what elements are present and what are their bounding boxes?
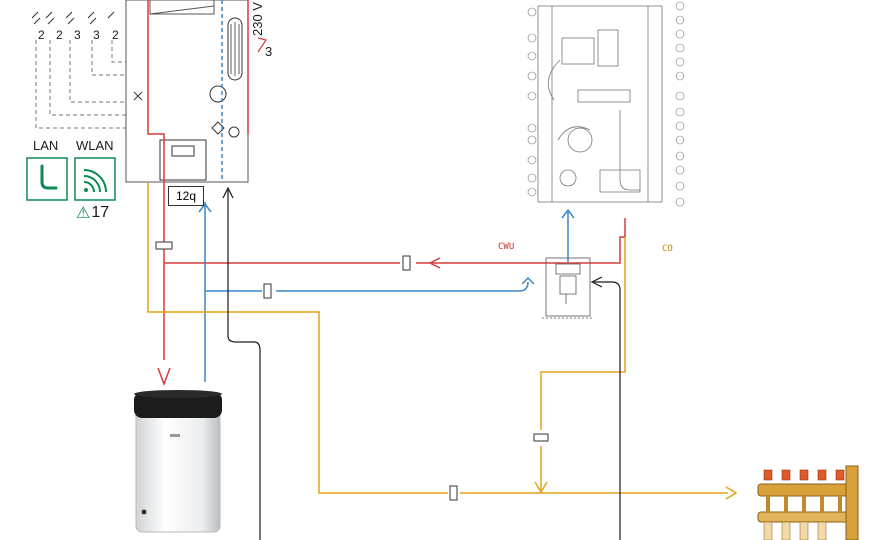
signal-arrow-left bbox=[590, 276, 603, 288]
signal-cables bbox=[227, 190, 621, 540]
wire-number: 3 bbox=[74, 28, 81, 42]
dhw-pipe-label: CWU bbox=[498, 242, 515, 252]
lan-label: LAN bbox=[33, 138, 59, 153]
inline-valves bbox=[155, 241, 549, 501]
wifi-icon bbox=[74, 157, 116, 201]
boiler-technical-drawing bbox=[537, 5, 663, 203]
wire-number: 2 bbox=[112, 28, 119, 42]
wire-break-marks bbox=[31, 11, 115, 25]
lan-icon bbox=[26, 157, 68, 201]
cold-arrow-up bbox=[198, 202, 212, 213]
hot-arrow bbox=[157, 367, 171, 387]
warning-icon: ⚠ bbox=[76, 205, 91, 222]
heating-manifold bbox=[757, 465, 859, 540]
callout-markers bbox=[527, 1, 685, 207]
cold-arrow-top bbox=[561, 208, 575, 219]
heating-arrow-right bbox=[725, 486, 738, 500]
heating-pipes bbox=[147, 182, 728, 494]
voltage-marker: 3 bbox=[265, 44, 273, 59]
wlan-label: WLAN bbox=[76, 138, 114, 153]
heating-arrow-down bbox=[534, 481, 548, 494]
mixing-valve-drawing bbox=[542, 257, 594, 319]
hot-water-cylinder bbox=[134, 390, 222, 533]
wire-number: 3 bbox=[93, 28, 100, 42]
cold-arrow-right bbox=[521, 276, 535, 285]
unit-label: 12q bbox=[168, 186, 204, 206]
wire-number: 2 bbox=[38, 28, 45, 42]
boiler-unit bbox=[125, 0, 249, 183]
cold-water-pipes bbox=[204, 0, 569, 382]
heating-pipe-label: CO bbox=[662, 244, 673, 254]
warning-number: 17 bbox=[91, 204, 110, 221]
signal-arrow-up bbox=[222, 186, 234, 199]
voltage-label: 230 V bbox=[250, 2, 265, 36]
control-wires bbox=[35, 40, 132, 129]
warning-note: ⚠ 17 bbox=[76, 203, 109, 223]
wire-number: 2 bbox=[56, 28, 63, 42]
